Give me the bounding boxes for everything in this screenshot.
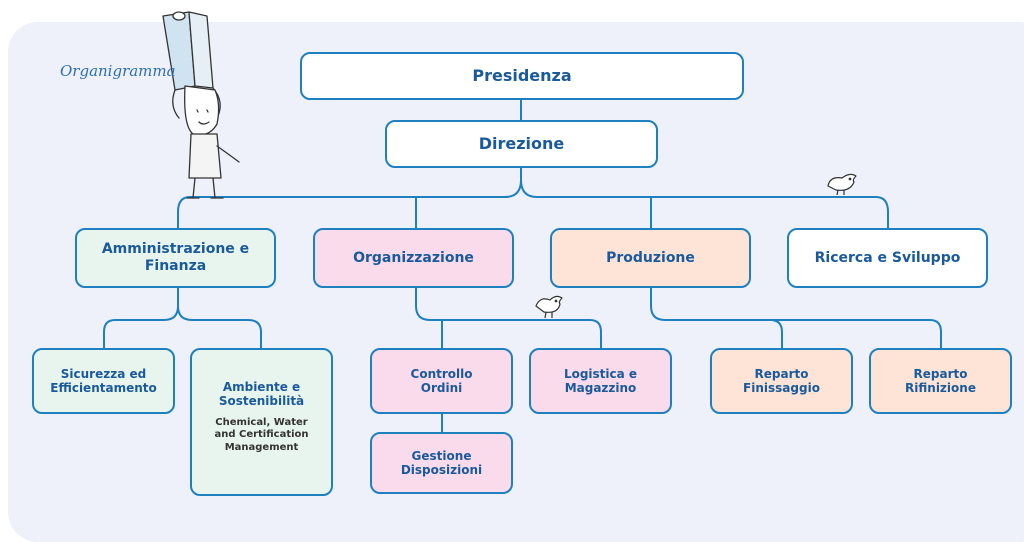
node-label: Amministrazione e Finanza	[101, 241, 250, 274]
node-label: Gestione Disposizioni	[400, 448, 483, 477]
node-gestione-disposizioni[interactable]: Gestione Disposizioni	[370, 432, 513, 494]
node-ricerca[interactable]: Ricerca e Sviluppo	[787, 228, 988, 288]
connector-lines	[103, 100, 942, 432]
bird-icon	[535, 295, 563, 319]
node-label: Ricerca e Sviluppo	[814, 249, 961, 266]
node-label: Sicurezza ed Efficientamento	[50, 366, 157, 395]
node-produzione[interactable]: Produzione	[550, 228, 751, 288]
line-organizzazione-logistica	[415, 288, 602, 348]
node-finissaggio[interactable]: Reparto Finissaggio	[710, 348, 853, 414]
node-sicurezza[interactable]: Sicurezza ed Efficientamento	[32, 348, 175, 414]
node-amministrazione[interactable]: Amministrazione e Finanza	[75, 228, 276, 288]
node-label: Reparto Finissaggio	[743, 366, 820, 395]
line-direzione-amministrazione	[177, 168, 522, 228]
node-direzione[interactable]: Direzione	[385, 120, 658, 168]
node-label: Organizzazione	[353, 249, 474, 266]
node-label: Direzione	[478, 134, 565, 154]
node-controllo-ordini[interactable]: Controllo Ordini	[370, 348, 513, 414]
node-label: Reparto Rifinizione	[905, 366, 976, 395]
node-logistica[interactable]: Logistica e Magazzino	[529, 348, 672, 414]
node-ambiente[interactable]: Ambiente e Sostenibilità Chemical, Water…	[190, 348, 333, 496]
line-direzione-ricerca	[520, 179, 889, 228]
line-produzione-finissaggio	[650, 288, 783, 348]
node-rifinizione[interactable]: Reparto Rifinizione	[869, 348, 1012, 414]
node-organizzazione[interactable]: Organizzazione	[313, 228, 514, 288]
node-label: Logistica e Magazzino	[563, 366, 638, 395]
bird-icon	[827, 173, 857, 196]
person-illustration	[162, 11, 240, 199]
node-label: Presidenza	[472, 66, 572, 86]
line-produzione-rifinizione	[665, 319, 942, 348]
line-amministrazione-sicurezza	[103, 288, 179, 348]
page-title: Organigramma	[60, 62, 176, 80]
node-label: Produzione	[606, 249, 695, 266]
node-label: Controllo Ordini	[410, 366, 473, 395]
node-label: Ambiente e Sostenibilità	[218, 380, 305, 409]
node-subtitle: Chemical, Water and Certification Manage…	[214, 416, 309, 453]
node-presidenza[interactable]: Presidenza	[300, 52, 744, 100]
line-amministrazione-ambiente	[177, 305, 262, 348]
line-organizzazione-controllo	[430, 319, 443, 348]
